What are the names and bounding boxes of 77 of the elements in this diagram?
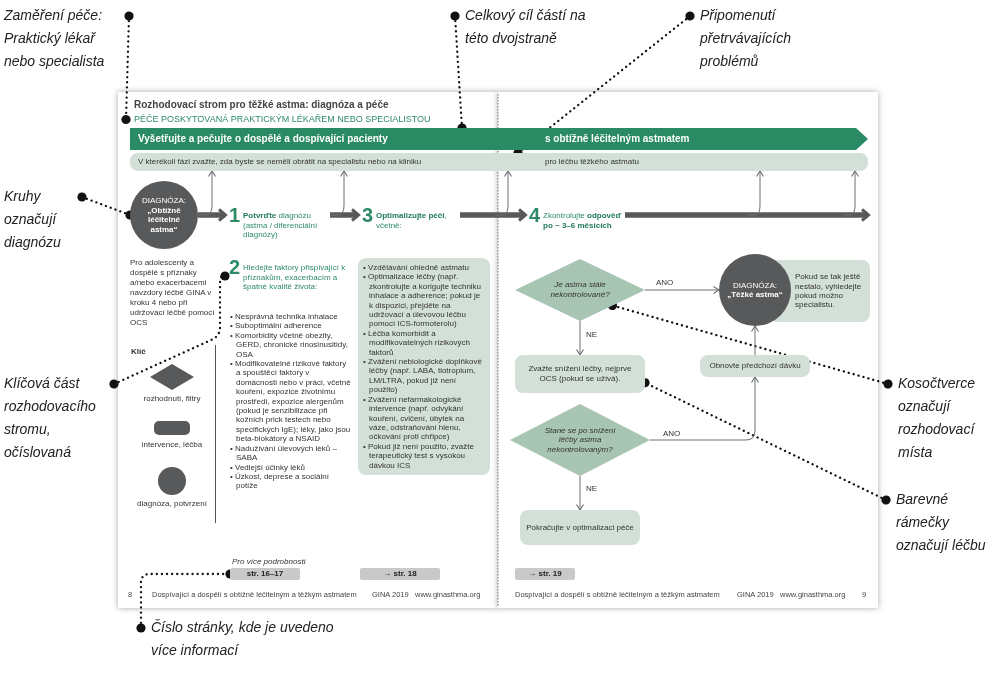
step-text: Optimalizujte péči, včetně: bbox=[376, 210, 448, 231]
callout-text: Celkový cíl částí na této dvojstraně bbox=[455, 4, 610, 50]
note-band bbox=[130, 153, 868, 171]
arrow bbox=[495, 170, 513, 216]
edge-label: ANO bbox=[662, 429, 682, 438]
step-text: Zkontrolujte odpověď po ~ 3–6 měsících bbox=[543, 210, 623, 231]
note-text: V kterékoli fázi zvažte, zda byste se neměli obrátit na specialistu nebo na kliniku bbox=[138, 156, 422, 168]
callout-text: Klíčová část rozhodovacího stromu, očíslovaná bbox=[4, 372, 114, 464]
diagnosis-heading: DIAGNÓZA: bbox=[142, 196, 186, 206]
diagnosis-name: „Obtížně léčitelné astma“ bbox=[146, 205, 182, 234]
arrow bbox=[842, 170, 860, 216]
treatment-box: Zvažte snížení léčby, nejprve OCS (pokud se užívá). bbox=[515, 355, 645, 393]
step-number: 2 bbox=[229, 258, 241, 276]
page-heading: Rozhodovací strom pro těžké astma: diagnóza a péče bbox=[134, 99, 389, 110]
bullet-item: • Nesprávná technika inhalace bbox=[230, 312, 339, 322]
banner-text: s obtížně léčitelným astmatem bbox=[545, 132, 690, 146]
flow-arrow bbox=[330, 208, 360, 222]
bullet-item: • Komorbidity včetně obezity, GERD, chronické rinosinusitidy, OSA bbox=[230, 330, 349, 360]
callout-text: Kosočtverce označují rozhodovací místa bbox=[888, 372, 998, 464]
bullet-item: • Úzkost, deprese a sociální potíže bbox=[230, 471, 330, 491]
decision-diamond: Stane se po snížení léčby astma nekontrolovaným? bbox=[510, 404, 650, 476]
bullet-item: • Nadužívání úlevových léků – SABA bbox=[230, 443, 338, 463]
edge-label: NE bbox=[585, 484, 599, 493]
arrow bbox=[649, 376, 760, 441]
callout-text: Barevné rámečky označují léčbu bbox=[886, 488, 1001, 557]
treatment-box bbox=[358, 258, 490, 475]
leader-line bbox=[121, 11, 134, 125]
bullet-item: • Pokud již není použito, zvažte terapeutický test s vysokou dávkou ICS bbox=[363, 441, 475, 470]
diagnosis-heading: DIAGNÓZA: bbox=[733, 280, 777, 290]
callout-text: Kruhy označují diagnózu bbox=[4, 185, 82, 254]
legend-text: intervence, léčba bbox=[140, 440, 204, 450]
note-text: pro léčbu těžkého astmatu bbox=[545, 156, 639, 168]
callout-text: Připomenutí přetrvávajících problémů bbox=[690, 4, 812, 73]
bullet-item: • Suboptimální adherence bbox=[230, 321, 323, 331]
diagnosis-name: „Těžké astma“ bbox=[727, 290, 783, 300]
heading-banner bbox=[130, 128, 868, 150]
bullet-item: • Zvážení nefarmakologické intervence (např. odvykání kouření, cvičení, úbytek na váze, odstraňování hlenu, očkování proti chřipce) bbox=[363, 394, 466, 442]
bullet-item: • Optimalizace léčby (např. zkontrolujte a korigujte techniku inhalace a adherence; pokud je k dispozici, přejděte na udržovací a úlevovou léčbu pomocí ICS-formoterolu) bbox=[363, 272, 483, 329]
decision-diamond: Je astma stále nekontrolované? bbox=[515, 259, 645, 321]
treatment-box: Pokračujte v optimalizaci péče bbox=[520, 510, 640, 545]
arrow bbox=[644, 285, 720, 295]
note-text: Pro více podrobností bbox=[232, 557, 306, 566]
arrow bbox=[575, 475, 585, 511]
legend-text: diagnóza, potvrzení bbox=[136, 499, 208, 509]
page-reference: → str. 19 bbox=[515, 568, 575, 580]
section-subtitle: PÉČE POSKYTOVANÁ PRAKTICKÝM LÉKAŘEM NEBO SPECIALISTOU bbox=[126, 114, 431, 125]
callout-text: Číslo stránky, kde je uvedeno více informací bbox=[141, 616, 341, 662]
legend-text: rozhodnutí, filtry bbox=[142, 394, 202, 404]
bullet-item: • Léčba komorbidit a modifikovatelných rizikových faktorů bbox=[363, 328, 471, 358]
arrow bbox=[575, 320, 585, 356]
flow-arrow bbox=[625, 208, 870, 222]
arrow bbox=[197, 170, 217, 216]
step-number: 3 bbox=[362, 206, 374, 224]
arrow bbox=[747, 170, 765, 216]
bullet-item: • Vedlejší účinky léků bbox=[230, 462, 306, 472]
step-text: Potvrďte diagnózu (astma / diferenciální diagnózy) bbox=[243, 210, 319, 240]
page-reference: str. 16–17 bbox=[230, 568, 300, 580]
bullet-item: • Modifikovatelné rizikové faktory a spouštěcí faktory v domácnosti nebo v práci, včetně kouření, expozice životnímu prostředí, expozice alergenům (pokud je senzibilizace při kožních prick testech nebo specifických IgE); léky, jako jsou beta-blokátory a NSAID bbox=[230, 359, 352, 444]
callout-text: Zaměření péče: Praktický lékař nebo specialista bbox=[4, 4, 129, 73]
bullet-item: • Zvážení nebiologické doplňkové léčby (např. LABA, tiotropium, LM/LTRA, pokud již není použito) bbox=[363, 357, 483, 395]
treatment-box: Obnovte předchozí dávku bbox=[700, 355, 810, 377]
banner-text: Vyšetřujte a pečujte o dospělé a dospívající pacienty bbox=[138, 132, 388, 146]
flow-arrow bbox=[198, 208, 227, 222]
leader-line bbox=[109, 271, 230, 389]
edge-label: NE bbox=[585, 330, 599, 339]
step-number: 4 bbox=[529, 206, 541, 224]
intro-text: Pro adolescenty a dospělé s příznaky a/nebo exacerbacemi navzdory léčbě GINA v kroku 4 nebo při udržovací léčbě pomocí OCS bbox=[130, 258, 215, 328]
key-box bbox=[130, 345, 216, 523]
step-text: Hledejte faktory přispívající k příznakům, exacerbacím a špatné kvalitě života: bbox=[243, 262, 347, 292]
page-reference: → str. 18 bbox=[360, 568, 440, 580]
bullet-item: • Vzdělávání ohledně astmatu bbox=[363, 263, 470, 273]
step-number: 1 bbox=[229, 206, 241, 224]
arrow bbox=[329, 170, 349, 216]
edge-label: ANO bbox=[655, 278, 675, 287]
flow-arrow bbox=[460, 208, 527, 222]
arrow bbox=[750, 325, 760, 356]
key-title: Klíč bbox=[131, 347, 146, 357]
